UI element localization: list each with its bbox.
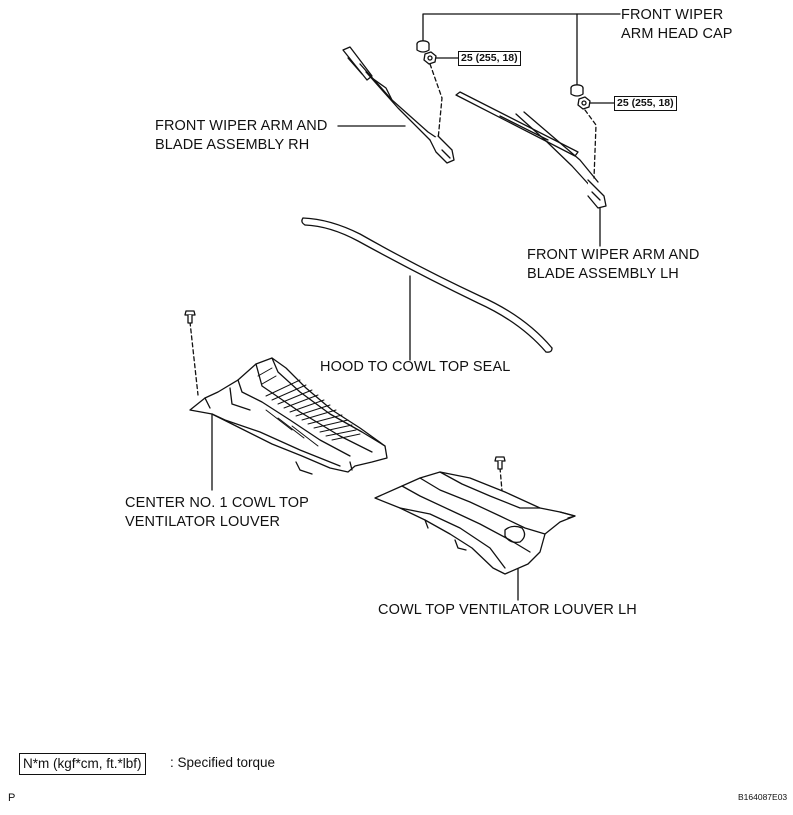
center-cowl-louver — [189, 357, 388, 475]
torque-spec-rh: 25 (255, 18) — [458, 51, 521, 66]
label-cowl-louver-lh: COWL TOP VENTILATOR LOUVER LH — [378, 602, 637, 618]
label-wiper-lh-line1: FRONT WIPER ARM AND — [527, 247, 700, 263]
label-wiper-rh-line1: FRONT WIPER ARM AND — [155, 118, 328, 134]
label-wiper-cap-line2: ARM HEAD CAP — [621, 26, 733, 42]
footer-diagram-code: B164087E03 — [738, 792, 788, 802]
hood-to-cowl-top-seal — [301, 217, 553, 353]
cowl-louver-lh — [374, 471, 576, 575]
louver-clip-lh — [494, 456, 506, 470]
legend-torque-unit-box: N*m (kgf*cm, ft.*lbf) — [19, 753, 146, 775]
wiper-arm-head-cap-lh — [570, 84, 584, 97]
wiper-nut-rh — [423, 51, 437, 65]
louver-clip-center — [184, 310, 196, 324]
label-wiper-rh-line2: BLADE ASSEMBLY RH — [155, 137, 310, 153]
label-wiper-cap-line1: FRONT WIPER — [621, 7, 724, 23]
label-hood-to-cowl-top-seal: HOOD TO COWL TOP SEAL — [320, 359, 511, 375]
wiper-arm-lh — [455, 91, 607, 209]
legend-specified-torque-text: : Specified torque — [170, 755, 276, 770]
label-center-cowl-louver: CENTER NO. 1 COWL TOP VENTILATOR LOUVER — [125, 494, 309, 532]
label-center-louver-line2: VENTILATOR LOUVER — [125, 514, 281, 530]
wiper-arm-head-cap-rh — [416, 40, 430, 53]
wiper-nut-lh — [577, 96, 591, 110]
wiper-arm-rh — [342, 46, 455, 164]
label-wiper-arm-head-cap: FRONT WIPER ARM HEAD CAP — [621, 6, 733, 44]
label-wiper-arm-rh: FRONT WIPER ARM AND BLADE ASSEMBLY RH — [155, 117, 327, 155]
footer-page-marker: P — [8, 792, 16, 804]
leader-lines — [189, 13, 621, 601]
label-center-louver-line1: CENTER NO. 1 COWL TOP — [125, 495, 309, 511]
label-wiper-arm-lh: FRONT WIPER ARM AND BLADE ASSEMBLY LH — [527, 246, 699, 284]
label-wiper-lh-line2: BLADE ASSEMBLY LH — [527, 266, 679, 282]
torque-spec-lh: 25 (255, 18) — [614, 96, 677, 111]
